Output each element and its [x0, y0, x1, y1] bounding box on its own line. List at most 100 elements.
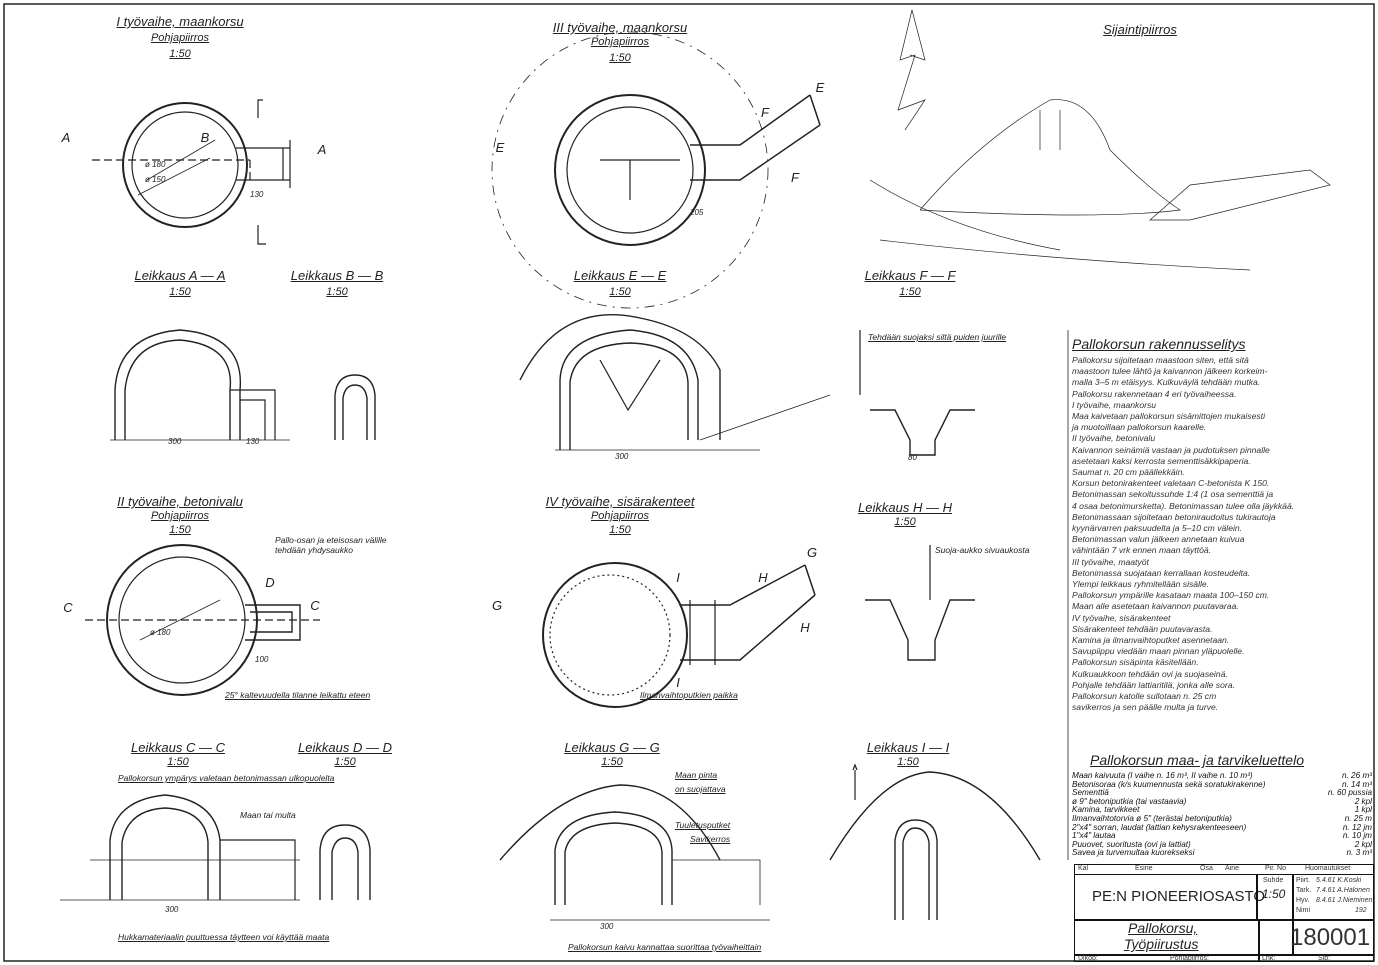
tb-head-aine: Aine [1225, 865, 1240, 872]
stage4-note: Ilmanvaihtoputkien paikka [640, 690, 738, 700]
section-ff-scale: 1:50 [899, 286, 921, 298]
material-name: Puuovet, suoritusta (ovi ja lattiat) [1072, 839, 1191, 849]
section-gg-scale: 1:50 [601, 756, 623, 768]
dim-130: 130 [250, 190, 264, 199]
tb-role: Hyv. [1296, 897, 1310, 904]
location-title: Sijaintipiirros [1103, 22, 1177, 37]
stage2-subtitle: Pohjapiirros [150, 510, 210, 522]
label-i: I [676, 570, 680, 585]
stage2-title: II työvaihe, betonivalu [117, 494, 243, 509]
organization-name: PE:N PIONEERIOSASTO [1092, 888, 1266, 905]
material-name: Ilmanvaihtotorvia ø 5" (terästai betonip… [1072, 813, 1232, 823]
tb-head-huom: Huomautukset [1305, 865, 1351, 872]
material-name: Maan kaivuuta (I vaihe n. 16 m³, II vaih… [1072, 771, 1253, 780]
tb-head-esine: Esine [1135, 865, 1153, 872]
tb-divider [1256, 875, 1258, 919]
material-item: Maan kaivuuta (I vaihe n. 16 m³, II vaih… [1072, 771, 1372, 781]
stage1-scale: 1:50 [169, 48, 191, 60]
dim-300: 300 [168, 437, 182, 446]
label-h: H [800, 620, 810, 635]
section-ee [519, 314, 831, 451]
section-ii-scale: 1:50 [897, 756, 919, 768]
material-name: 1"x4" lautaa [1072, 831, 1116, 841]
tb-head-kal: Kal [1078, 865, 1089, 872]
tb-divider [1074, 919, 1374, 921]
stage2-scale: 1:50 [169, 524, 191, 536]
stage4-title: IV työvaihe, sisärakenteet [545, 494, 695, 509]
section-gg [499, 784, 770, 921]
ff-note: Tehdään suojaksi siltä puiden juurille [868, 332, 1007, 342]
stage4-subtitle: Pohjapiirros [590, 510, 650, 522]
sheet-border [3, 3, 1375, 962]
tb-foot: Lnk: [1262, 955, 1276, 962]
tb-role: Nimi [1296, 907, 1310, 914]
label-f: F [761, 105, 769, 120]
material-item: 1"x4" lautaa n. 10 jm [1072, 832, 1372, 841]
stage4-scale: 1:50 [609, 524, 631, 536]
dim-205: 205 [690, 208, 704, 217]
material-qty: n. 25 m [1344, 813, 1372, 823]
tb-head-pir: Pir. No [1265, 865, 1287, 872]
section-aa-title: Leikkaus A — A [134, 268, 226, 283]
material-name: Betonisoraa (k/s kuumennusta sekä soratu… [1072, 779, 1266, 789]
material-qty: n. 10 jm [1342, 831, 1372, 841]
section-gg-title: Leikkaus G — G [564, 740, 660, 755]
material-qty: n. 26 m³ [1341, 771, 1372, 780]
tb-scale: 1:50 [1262, 887, 1286, 901]
section-ee-title: Leikkaus E — E [573, 268, 667, 283]
tb-signature: 8.4.61 J.Nieminen [1316, 897, 1373, 904]
stage2-note: Pallo-osan ja eteisosan välille tehdään … [275, 535, 387, 555]
dim-300: 300 [600, 922, 614, 931]
tb-divider [1074, 954, 1374, 956]
section-ee-scale: 1:50 [609, 286, 631, 298]
section-ii [829, 763, 1041, 920]
dim-300: 300 [615, 452, 629, 461]
stage2-plan [85, 544, 320, 696]
section-ii-title: Leikkaus I — I [866, 740, 950, 755]
tb-role: Tark. [1296, 887, 1312, 894]
description-title: Pallokorsun rakennusselitys [1072, 336, 1246, 352]
material-name: Sementtiä [1072, 788, 1109, 798]
section-hh-scale: 1:50 [894, 516, 916, 528]
dim-80: 80 [908, 453, 917, 462]
tb-signature: 7.4.61 A.Halonen [1316, 887, 1370, 894]
section-bb [334, 374, 376, 440]
cc-label: Maan tai multa [240, 810, 296, 820]
stage1-title: I työvaihe, maankorsu [116, 14, 244, 29]
section-hh-title: Leikkaus H — H [858, 500, 952, 515]
label-a: A [61, 130, 71, 145]
material-name: ø 9" betoniputkia (tai vastaavia) [1072, 796, 1187, 806]
dim-130: 130 [246, 437, 260, 446]
tb-head-osa: Osa [1200, 865, 1213, 872]
tb-divider [1258, 919, 1260, 962]
stage1-subtitle: Pohjapiirros [150, 32, 210, 44]
section-dd-title: Leikkaus D — D [298, 740, 392, 755]
gg-note-2: on suojattava [675, 784, 726, 794]
label-i: I [676, 675, 680, 690]
material-qty: 2 kpl [1354, 839, 1372, 849]
bottom-mid-note: Pallokorsun kaivu kannattaa suorittaa ty… [568, 942, 762, 952]
material-qty: 1 kpl [1354, 805, 1372, 815]
label-c: C [310, 598, 320, 613]
stage2-bottom-note: 25° kaltevuudella tilanne leikattu eteen [225, 690, 371, 700]
drawing-number: 180001 [1290, 924, 1371, 951]
tb-scale-label: Suhde [1263, 877, 1284, 884]
stage4-plan [542, 562, 816, 708]
section-bb-title: Leikkaus B — B [290, 268, 384, 283]
gg-note-4: Savikerros [690, 834, 731, 844]
label-e: E [495, 140, 505, 155]
dim-d150: ø 150 [145, 175, 166, 184]
material-list-title: Pallokorsun maa- ja tarvikeluettelo [1090, 752, 1304, 768]
stage1-plan [92, 99, 291, 245]
section-dd-scale: 1:50 [334, 756, 356, 768]
stage3-title: III työvaihe, maankorsu [552, 20, 688, 35]
tb-foot: Pohjapiirros: [1170, 955, 1209, 962]
label-g: G [491, 598, 503, 613]
label-d: D [265, 575, 275, 590]
label-h: H [758, 570, 768, 585]
title-block-header-row [1074, 864, 1374, 875]
material-item: Betonisoraa (k/s kuumennusta sekä soratu… [1072, 779, 1372, 790]
label-e: E [815, 80, 825, 95]
